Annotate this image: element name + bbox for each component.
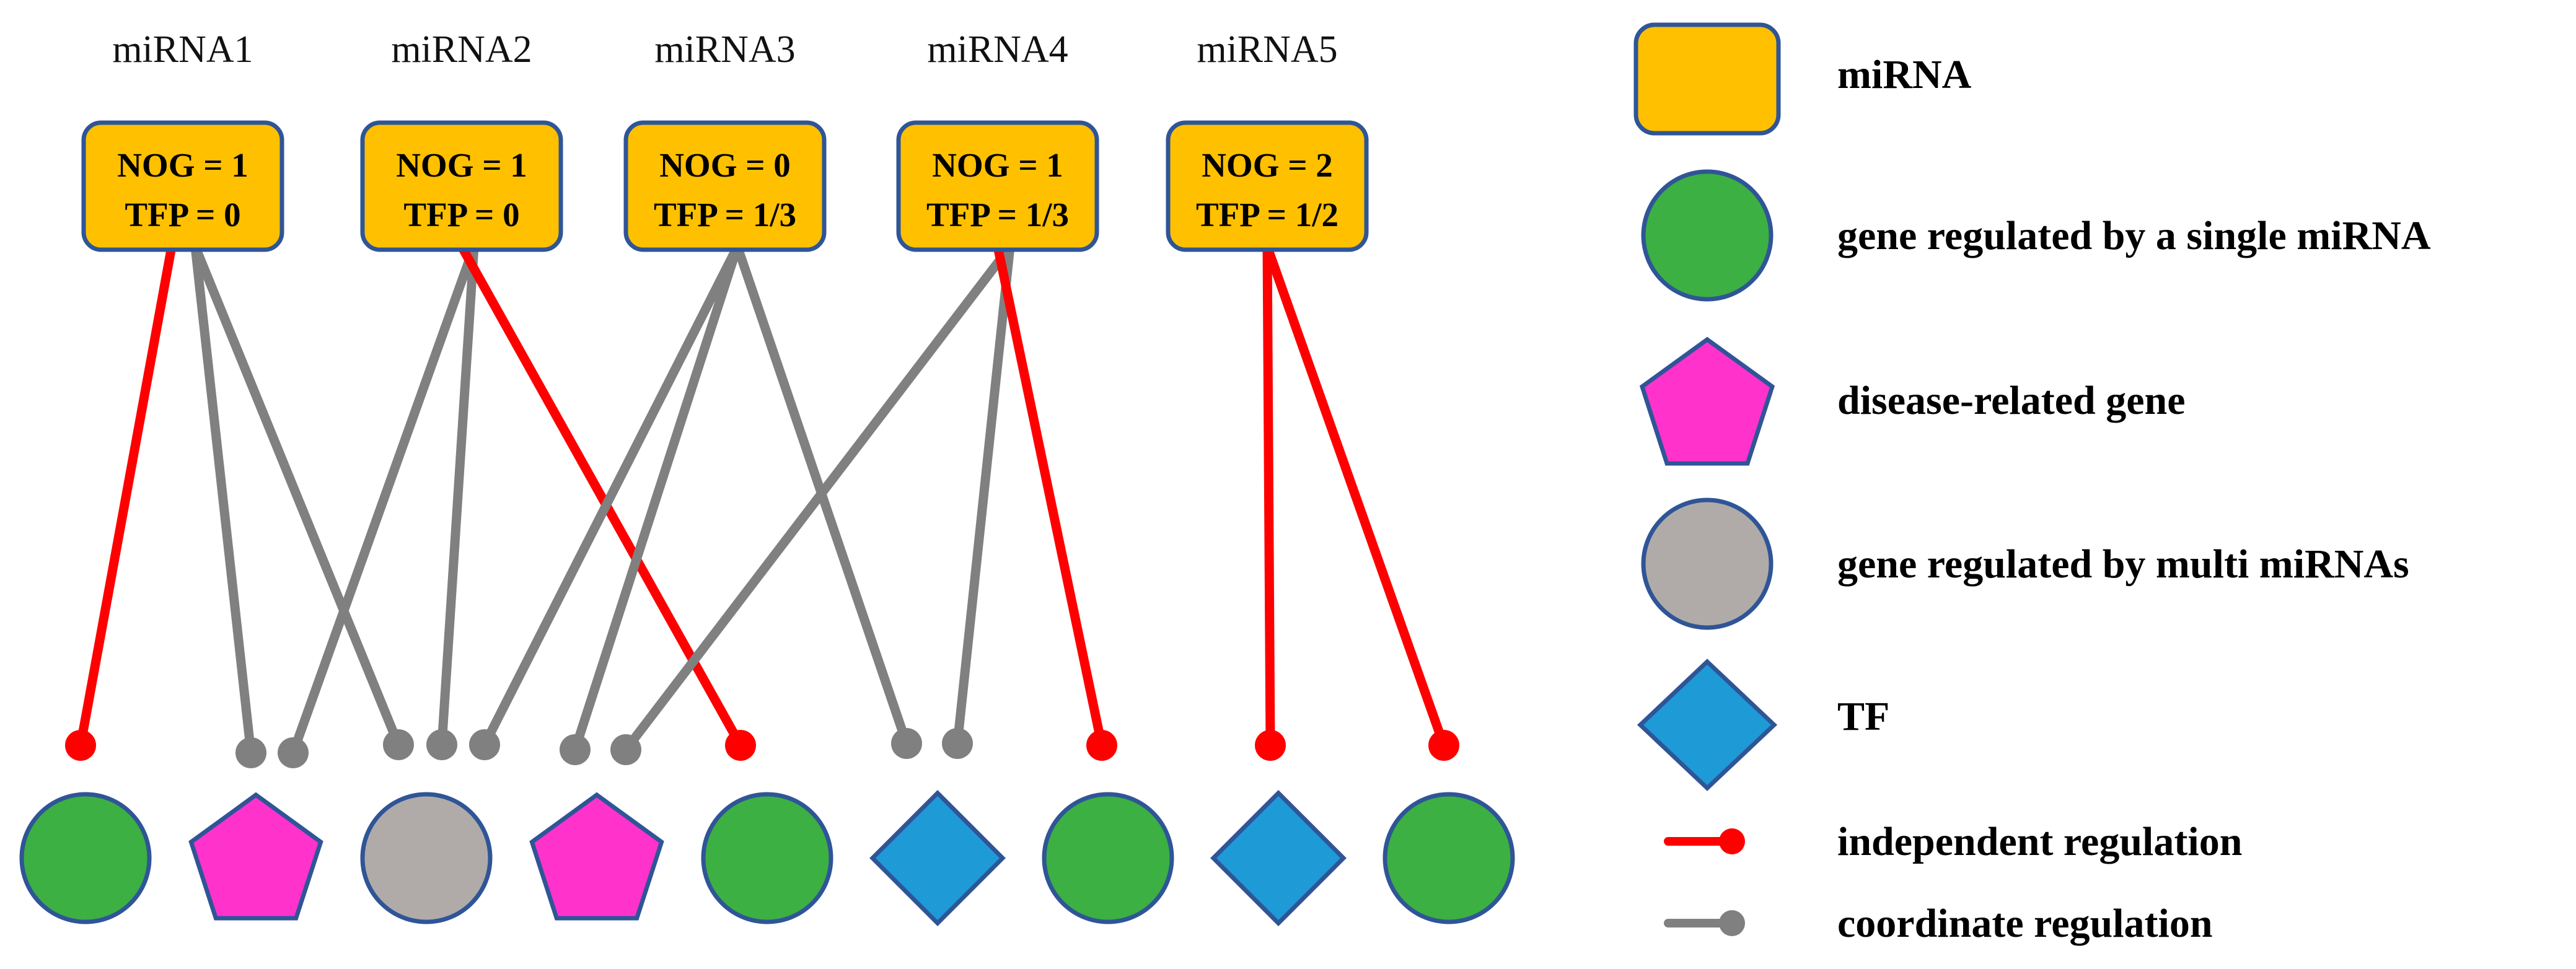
mirna-name: miRNA4: [927, 28, 1068, 71]
mirna-name: miRNA5: [1197, 28, 1337, 71]
edge-end-dot-coordinate: [235, 737, 266, 768]
edge-independent-mirna5-gene8: [1262, 242, 1275, 750]
legend-mirna-label: miRNA: [1837, 52, 1972, 97]
edge-end-dot-independent: [65, 730, 96, 761]
edge-end-dot-coordinate: [891, 728, 922, 759]
legend-mirna-symbol: [1633, 22, 1781, 136]
tf-node-8: [1210, 790, 1347, 926]
single-gene-node-1: [19, 792, 152, 924]
legend-multi-gene-symbol: [1641, 498, 1774, 630]
tfp-value: TFP = 1/3: [926, 196, 1069, 234]
mirna-name: miRNA3: [654, 28, 795, 71]
disease-gene-node-2: [188, 792, 323, 921]
edge-independent-mirna1-gene1: [76, 242, 177, 750]
mirna-box: [623, 120, 827, 252]
tfp-value: TFP = 0: [403, 196, 519, 234]
legend-multi-gene-label: gene regulated by multi miRNAs: [1837, 542, 2409, 587]
legend-coordinate-label: coordinate regulation: [1837, 901, 2213, 946]
nog-value: NOG = 1: [396, 146, 527, 184]
single-gene-node-9: [1383, 792, 1515, 924]
edge-coordinate-mirna1-gene2: [190, 242, 256, 758]
edge-end-dot-coordinate: [426, 729, 457, 760]
legend-single-gene-label: gene regulated by a single miRNA: [1837, 213, 2431, 258]
edge-end-dot-coordinate: [610, 734, 641, 765]
mirna-box: [1166, 120, 1369, 252]
mirna-box: [896, 120, 1099, 252]
nog-value: NOG = 2: [1202, 146, 1333, 184]
legend-single-gene-symbol: [1641, 169, 1774, 302]
edge-coordinate-mirna4-gene4: [621, 242, 1015, 755]
nog-value: NOG = 1: [932, 146, 1063, 184]
legend-coordinate-dot: [1719, 910, 1745, 936]
legend-independent-label: independent regulation: [1837, 819, 2242, 864]
legend-independent-dot: [1719, 828, 1745, 854]
edge-independent-mirna4-gene7: [993, 242, 1107, 750]
edge-coordinate-mirna3-gene4: [570, 242, 742, 755]
edge-end-dot-coordinate: [469, 729, 500, 760]
mirna-name: miRNA1: [112, 28, 253, 71]
edge-coordinate-mirna2-gene2: [288, 242, 479, 758]
multi-gene-node-3: [360, 792, 493, 924]
single-gene-node-7: [1042, 792, 1174, 924]
edge-end-dot-coordinate: [560, 734, 591, 765]
edge-end-dot-coordinate: [278, 737, 309, 768]
nog-value: NOG = 0: [659, 146, 791, 184]
legend-disease-gene-label: disease-related gene: [1837, 378, 2185, 423]
legend-tf-symbol: [1637, 659, 1778, 791]
edge-end-dot-independent: [1086, 730, 1117, 761]
mirna-name: miRNA2: [391, 28, 532, 71]
edge-end-dot-coordinate: [383, 729, 414, 760]
edge-coordinate-mirna2-gene3: [437, 242, 479, 750]
mirna-box: [81, 120, 284, 252]
tfp-value: TFP = 0: [125, 196, 240, 234]
tf-node-6: [869, 790, 1006, 926]
edge-independent-mirna5-gene9: [1262, 242, 1449, 750]
edge-coordinate-mirna3-gene3: [480, 242, 742, 750]
edge-end-dot-independent: [725, 730, 756, 761]
tfp-value: TFP = 1/3: [654, 196, 796, 234]
gene-layer: [19, 790, 1515, 926]
mirna-box: [360, 120, 563, 252]
edge-end-dot-coordinate: [942, 728, 973, 759]
legend-tf-label: TF: [1837, 694, 1889, 739]
legend: miRNA gene regulated by a single miRNA d…: [1633, 22, 2431, 946]
edge-end-dot-independent: [1255, 730, 1286, 761]
edge-end-dot-independent: [1428, 730, 1459, 761]
edge-coordinate-mirna1-gene3: [190, 242, 403, 750]
legend-disease-gene-symbol: [1639, 336, 1775, 466]
tfp-value: TFP = 1/2: [1196, 196, 1339, 234]
disease-gene-node-4: [529, 792, 664, 921]
edge-coordinate-mirna4-gene6: [952, 242, 1015, 748]
nog-value: NOG = 1: [117, 146, 248, 184]
edges-layer: [65, 242, 1459, 768]
single-gene-node-5: [701, 792, 833, 924]
